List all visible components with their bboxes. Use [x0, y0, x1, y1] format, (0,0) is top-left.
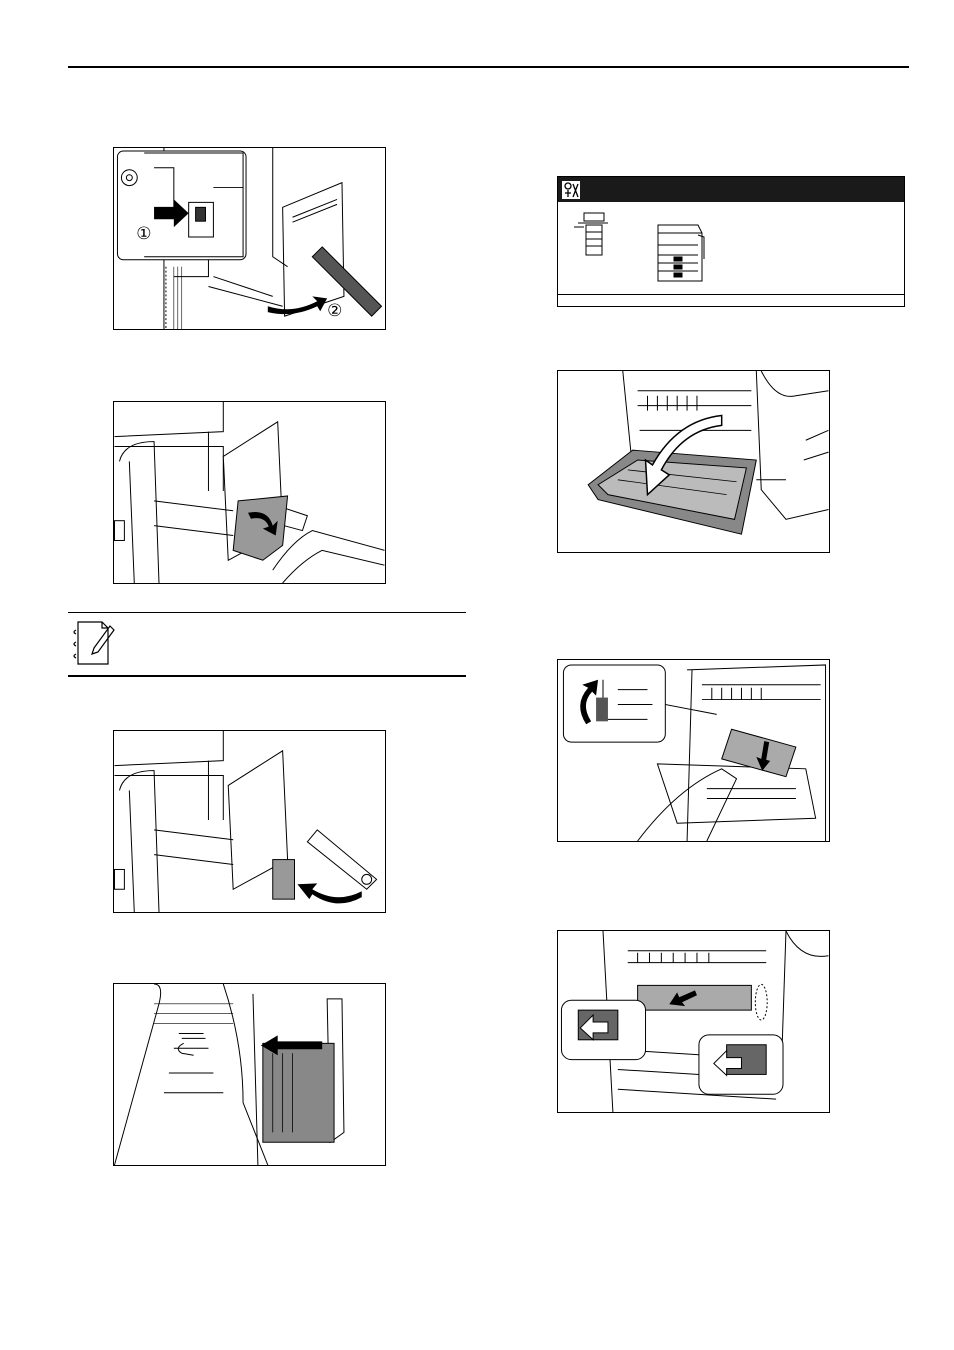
figure-open-rear-cover — [557, 370, 830, 553]
figure-remove-jammed-paper-rear — [557, 659, 830, 842]
figure-4-illustration — [114, 984, 385, 1165]
figure-1-illustration: ① ② — [114, 148, 385, 329]
figure-remove-fuser-cover-levers — [557, 930, 830, 1113]
header-rule — [68, 66, 909, 68]
step-1-marker: ① — [136, 223, 151, 243]
step-2-marker: ② — [327, 300, 342, 320]
panel-footer-rule — [558, 294, 904, 295]
figure-6-illustration — [558, 660, 829, 841]
operation-panel-jam-screen — [557, 176, 905, 307]
figure-remove-jammed-paper-left — [113, 401, 386, 584]
figure-close-left-cover-unit — [113, 730, 386, 913]
paper-jam-icon — [562, 181, 580, 199]
note-bottom-rule — [68, 675, 466, 677]
figure-3-illustration — [114, 731, 385, 912]
panel-header-bar — [558, 177, 904, 202]
note-pad-icon — [72, 618, 116, 668]
figure-open-left-cover-and-pull-unit: ① ② — [113, 147, 386, 330]
figure-5-illustration — [558, 371, 829, 552]
machine-large-icon — [648, 219, 710, 285]
machine-small-icon — [568, 207, 616, 259]
figure-push-cover-closed — [113, 983, 386, 1166]
note-top-rule — [68, 612, 466, 613]
figure-2-illustration — [114, 402, 385, 583]
figure-7-illustration — [558, 931, 829, 1112]
